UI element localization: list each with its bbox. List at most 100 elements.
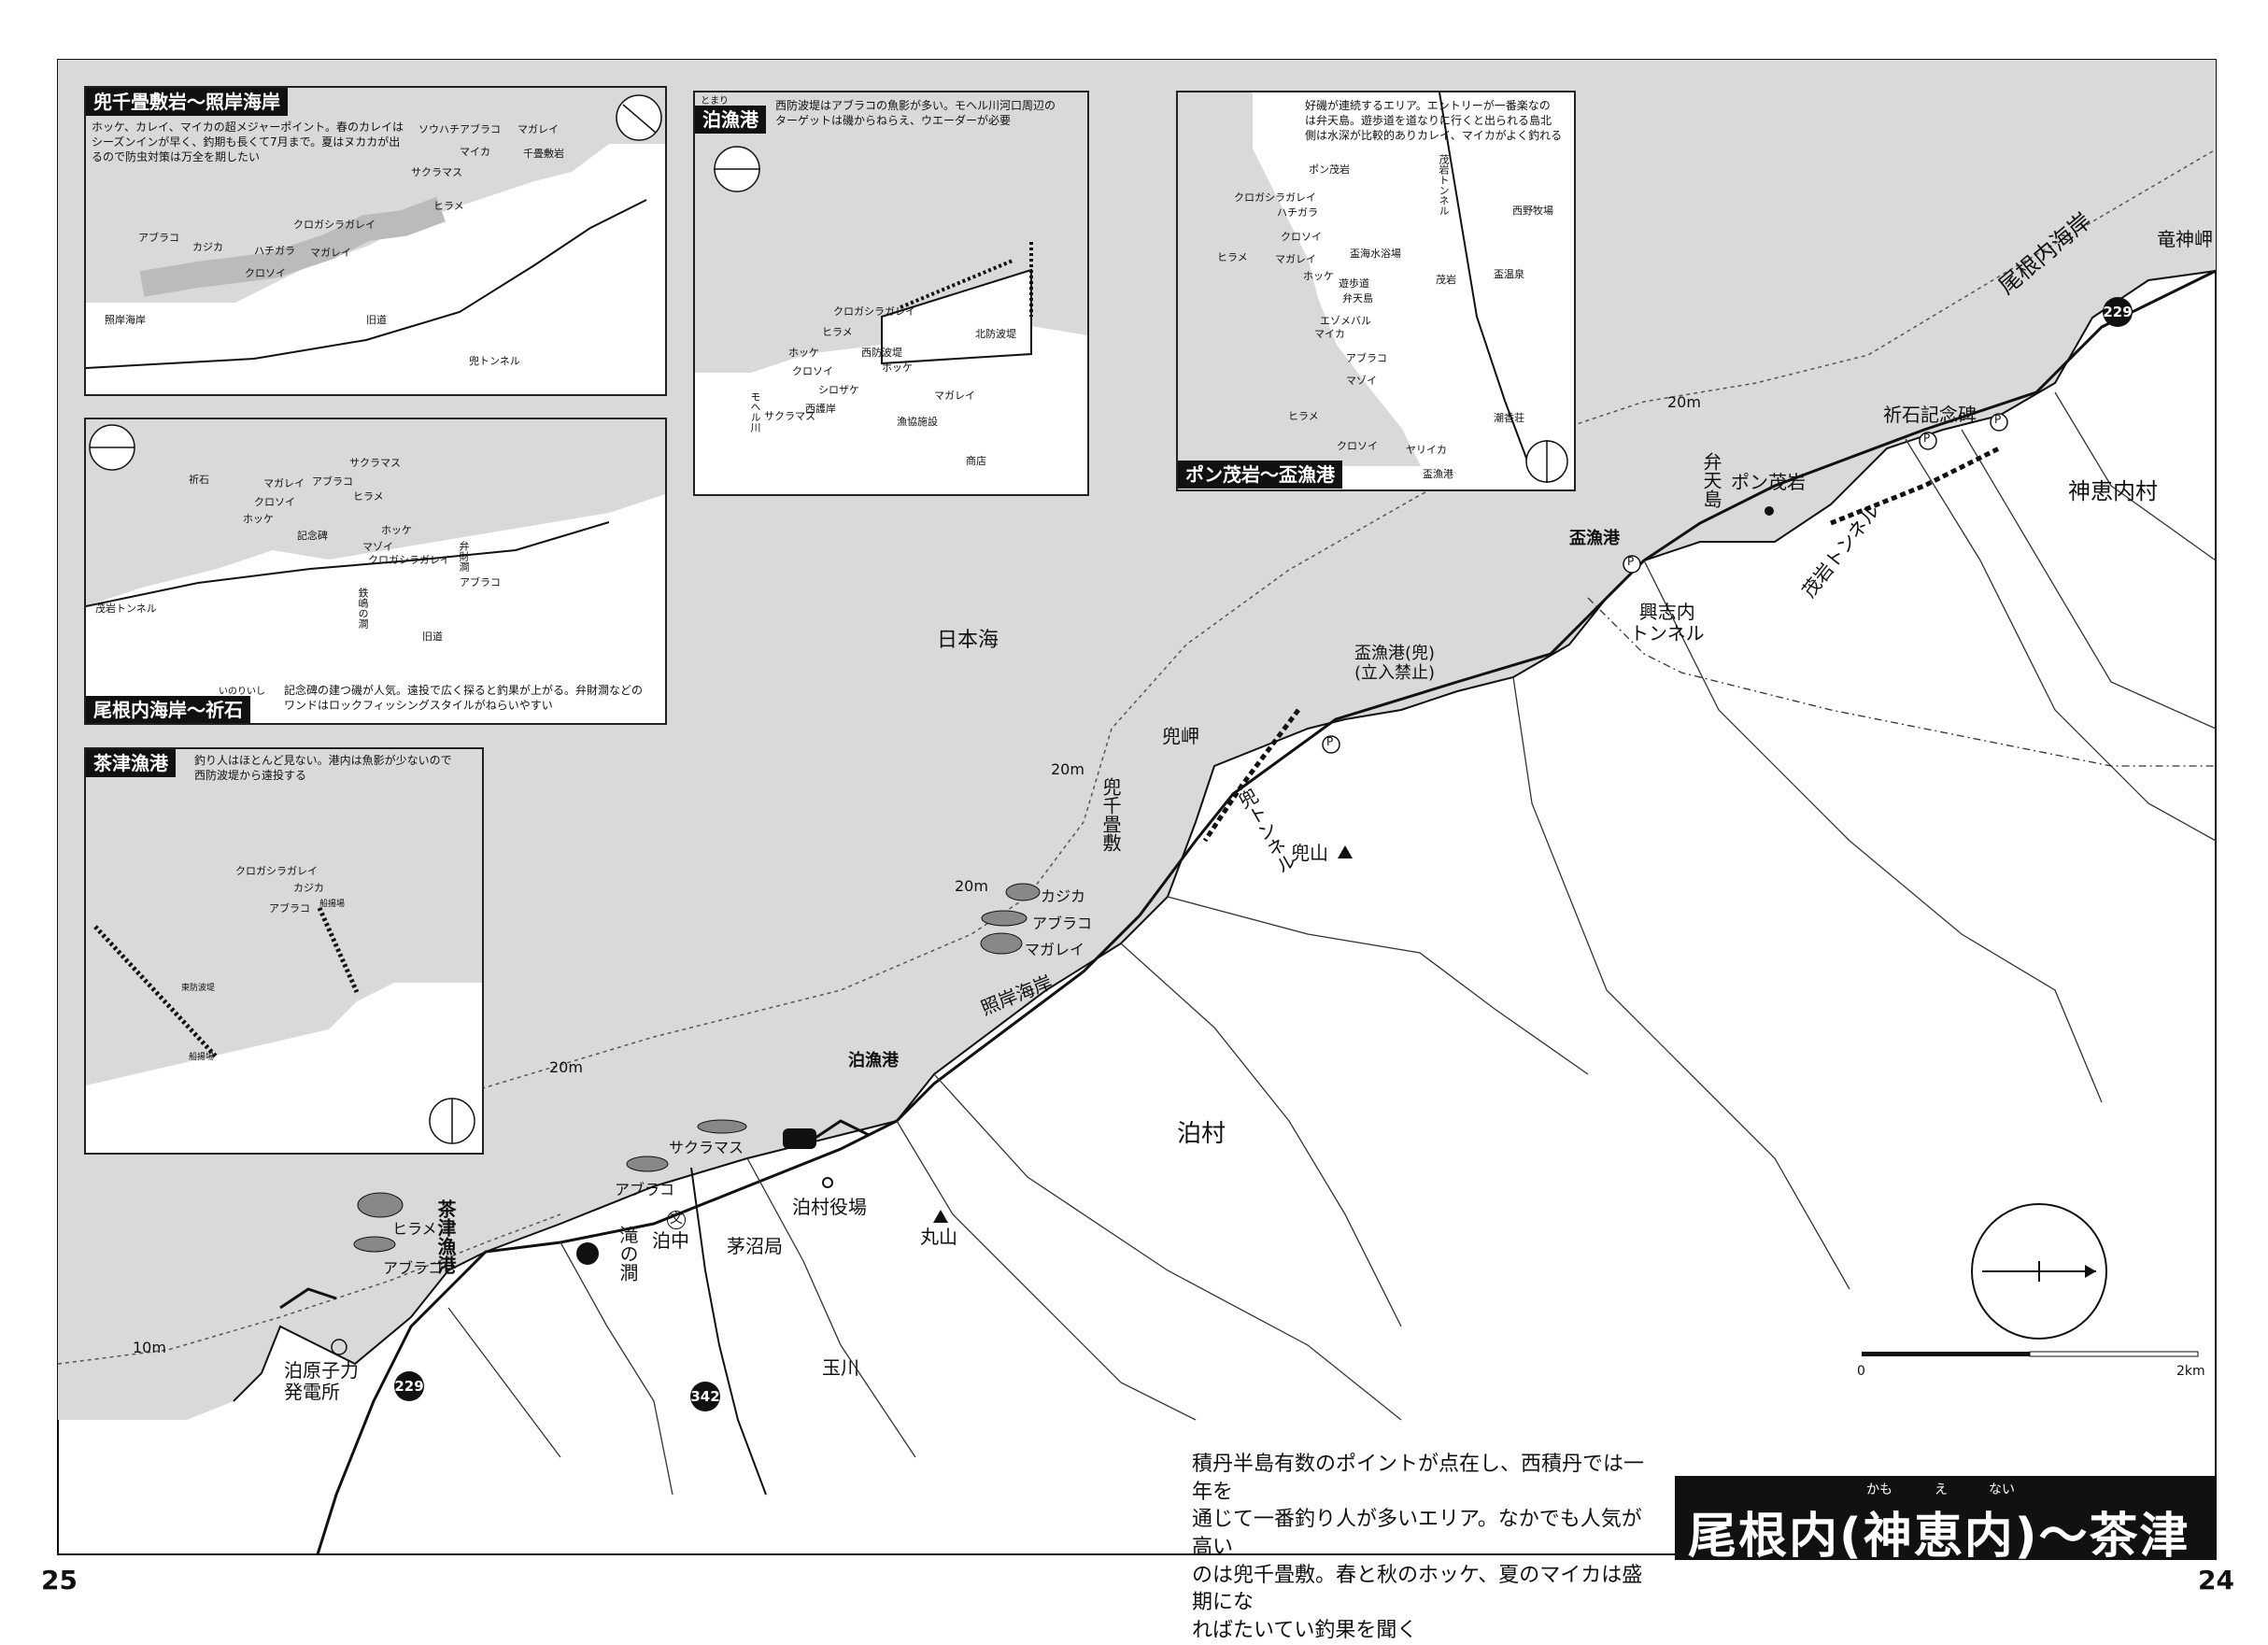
place-chatsu-port: 茶津漁港 — [434, 1199, 457, 1274]
inset-chatsu-map — [86, 749, 482, 1144]
inset-chatsu-label: 東防波堤 — [181, 984, 216, 993]
inset-chatsu-desc: 釣り人はほとんど見ない。港内は魚影が少ないので 西防波堤から遠投する — [194, 754, 452, 783]
place-inoishi: 祈石記念碑 — [1883, 404, 1977, 426]
place-taki-no-ma: 滝の澗 — [617, 1226, 639, 1282]
district-boundary — [1587, 597, 2216, 767]
inset-inoishi-label: サクラマス — [349, 457, 401, 469]
inset-tomari-title: 泊漁港 — [695, 106, 766, 134]
inset-pon-label: 潮香荘 — [1494, 412, 1524, 424]
inset-kabuto-label: アブラコ — [138, 232, 179, 244]
inset-pon-label: エゾメバル — [1320, 315, 1371, 327]
inset-pon-label: 弁天島 — [1342, 292, 1373, 305]
inset-kabuto-map — [86, 88, 665, 369]
route-shield-229a-shape — [2103, 297, 2133, 327]
fish-label: アブラコ — [383, 1259, 444, 1277]
place-sakazuki-port: 盃漁港 — [1569, 529, 1620, 548]
depth-label: 20m — [1051, 760, 1084, 778]
main-title-box: かも え ない 尾根内(神恵内)～茶津 — [1675, 1476, 2217, 1565]
place-kabutoyama: 兜山 — [1291, 842, 1328, 864]
route-shield-229a: 229 — [2103, 304, 2133, 320]
inset-pon-desc: 好磯が連続するエリア。エントリーが一番楽なの は弁天島。遊歩道を道なりに行くと出… — [1305, 99, 1563, 143]
tunnel-moiwa — [1830, 446, 2001, 526]
inset-chatsu-title: 茶津漁港 — [86, 749, 176, 777]
inset-inoishi-label: クロガシラガレイ — [368, 554, 450, 566]
tomari-port-building — [783, 1128, 816, 1149]
fish-shapes — [353, 883, 1041, 1253]
inset-pon-label: ヒラメ — [1288, 410, 1319, 422]
inset-pon-label: 遊歩道 — [1339, 277, 1369, 290]
parking-icon: P — [1994, 413, 2002, 426]
inset-kabuto-label: 旧道 — [366, 314, 387, 326]
inset-inoishi-label: マガレイ — [263, 477, 305, 489]
inset-inoishi-label: マゾイ — [362, 541, 393, 553]
route-shield-229b-shape — [394, 1371, 424, 1401]
route-shield-342-shape — [690, 1382, 720, 1411]
inset-tomari-label: 西防波堤 — [861, 347, 902, 359]
inset-tomari-label: 西護岸 — [805, 403, 836, 415]
inset-inoishi-label: 茂岩トンネル — [95, 603, 157, 615]
place-tomari-office: 泊村役場 — [792, 1196, 867, 1218]
mountain-maruyama-icon — [933, 1210, 948, 1223]
place-ryujin: 竜神岬 — [2157, 228, 2213, 250]
fish-label: アブラコ — [615, 1181, 675, 1198]
inset-tomari-desc: 西防波堤はアブラコの魚影が多い。モヘル川河口周辺の ターゲットは磯からねらえ、ウ… — [775, 99, 1056, 128]
inset-chatsu-label: クロガシラガレイ — [235, 865, 318, 877]
inset-chatsu-label: 船揚場 — [189, 1053, 215, 1062]
inset-tomari-map — [695, 92, 1087, 373]
parking-icon: P — [1627, 555, 1635, 568]
inset-inoishi-label: 祈石 — [189, 474, 209, 486]
main-title: 尾根内(神恵内)～茶津 — [1688, 1509, 2190, 1565]
school-icon: 文 — [667, 1211, 686, 1229]
route-342-road — [690, 1167, 767, 1496]
inset-chatsu-label: カジカ — [293, 882, 324, 894]
inset-pon-label: 茂岩 — [1436, 274, 1456, 286]
inset-kabuto-label: 照岸海岸 — [105, 314, 146, 326]
inset-kabuto: 兜千畳敷岩～照岸海岸 ホッケ、カレイ、マイカの超メジャーポイント。春のカレイは … — [84, 86, 667, 396]
inset-pon-label: クロガシラガレイ — [1234, 191, 1316, 204]
inset-tomari-label: クロガシラガレイ — [833, 305, 915, 318]
title-ruby-e: え — [1935, 1482, 1948, 1497]
inset-pon-label: クロソイ — [1281, 231, 1322, 243]
scale-end: 2km — [2176, 1364, 2205, 1379]
place-sakazuki-kabuto: 盃漁港(兜) (立入禁止) — [1354, 644, 1436, 683]
sea-area — [58, 60, 2216, 1420]
inset-pon-label: 盃漁港 — [1423, 468, 1453, 480]
inset-kabuto-label: マイカ — [460, 146, 490, 158]
office-dot — [822, 1177, 833, 1188]
inset-kabuto-label: サクラマス — [411, 166, 462, 178]
inset-tomari-label: シロザケ — [818, 384, 859, 396]
title-ruby-kamo: かも — [1866, 1482, 1892, 1497]
inset-kabuto-label: ソウハチ — [418, 123, 460, 135]
inset-pon-title: ポン茂岩～盃漁港 — [1178, 461, 1342, 489]
inset-kabuto-label: マガレイ — [310, 247, 351, 259]
inset-tomari-label: マガレイ — [934, 390, 975, 402]
inset-inoishi-label: アブラコ — [312, 475, 353, 488]
inset-pon-label: マガレイ — [1275, 253, 1316, 265]
place-kayanuma-post: 茅沼局 — [727, 1235, 783, 1257]
inset-tomari-label: モヘル川 — [749, 391, 761, 433]
inset-inoishi-label: 記念碑 — [297, 530, 328, 542]
title-ruby-nai: ない — [1989, 1482, 2015, 1497]
coastline — [233, 270, 2217, 1402]
page-number-left: 25 — [41, 1565, 78, 1595]
inset-tomari-label: ホッケ — [882, 362, 913, 374]
inset-tomari-label: 商店 — [966, 455, 986, 467]
inset-kabuto-label: クロソイ — [245, 267, 286, 279]
place-tomari-village: 泊村 — [1177, 1120, 1226, 1148]
inset-tomari-label: ホッケ — [788, 347, 819, 359]
inset-pon-label: 西野牧場 — [1512, 205, 1553, 217]
page-number-right: 24 — [2198, 1565, 2234, 1595]
inset-inoishi-label: クロソイ — [254, 496, 295, 508]
inset-kabuto-desc: ホッケ、カレイ、マイカの超メジャーポイント。春のカレイは シーズンインが早く、釣… — [92, 121, 404, 164]
fish-label: サクラマス — [669, 1139, 744, 1156]
fish-label: アブラコ — [1032, 915, 1093, 932]
inset-inoishi-ruby: いのりいし — [219, 687, 265, 697]
inset-kabuto-label: クロガシラガレイ — [293, 219, 376, 231]
place-tomari-jh: 泊中 — [652, 1229, 689, 1252]
inset-tomari-label: クロソイ — [792, 365, 833, 377]
place-tamagawa: 玉川 — [822, 1356, 859, 1379]
inset-tomari-label: サクラマス — [764, 410, 815, 422]
inset-pon-label: 盃海水浴場 — [1350, 248, 1401, 260]
inset-kabuto-label: 千畳敷岩 — [523, 148, 564, 160]
fish-label: ヒラメ — [392, 1220, 437, 1238]
